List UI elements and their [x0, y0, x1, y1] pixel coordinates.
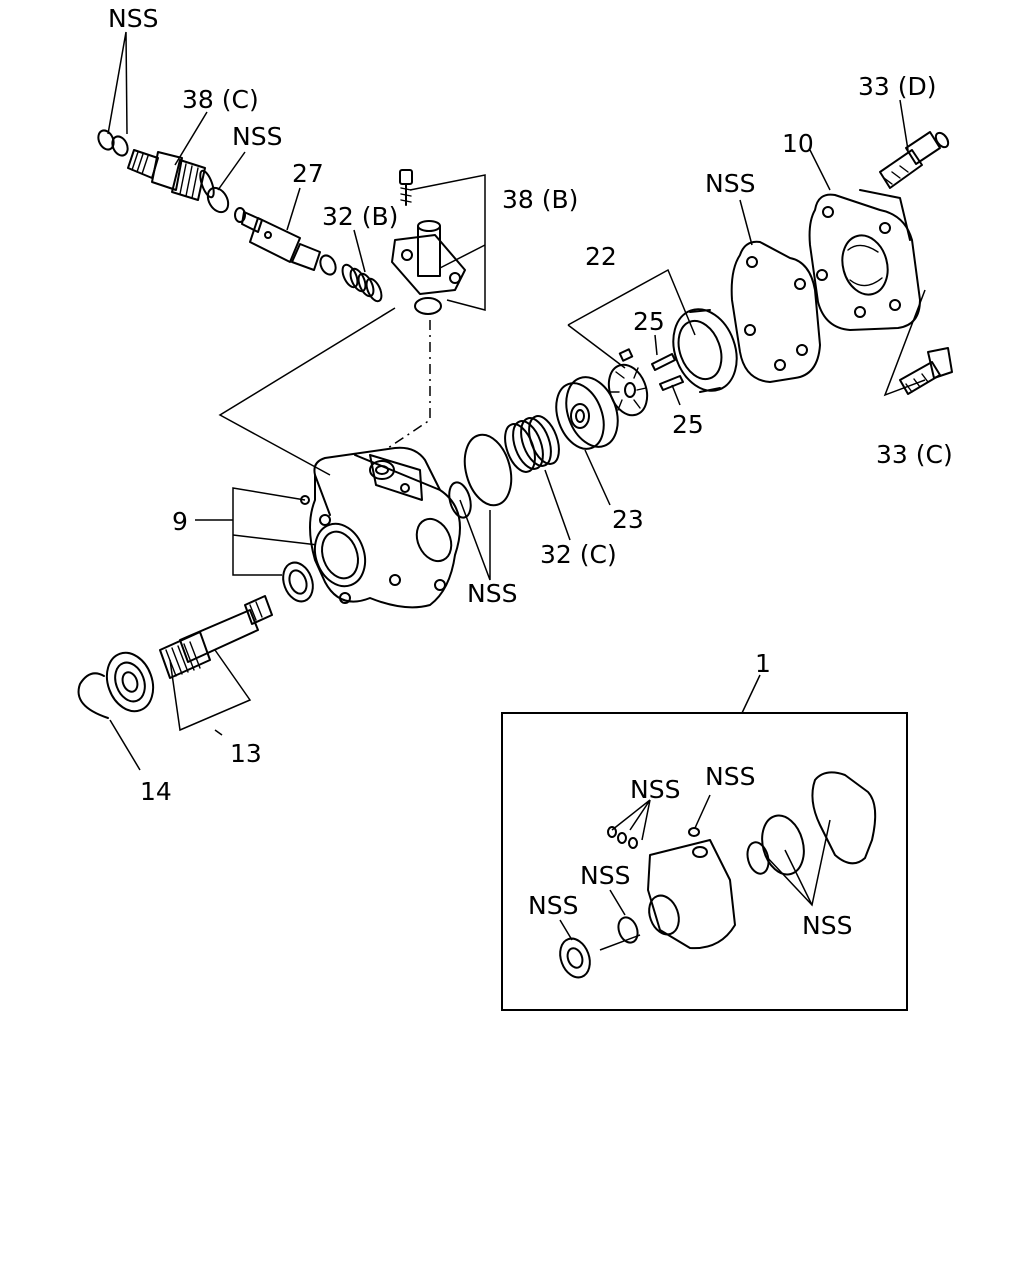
- cam-ring-22: [672, 308, 738, 393]
- label-22: 22: [585, 242, 617, 271]
- kit-label-nss-b: NSS: [705, 762, 755, 791]
- label-10: 10: [782, 129, 814, 158]
- kit-label-nss-c: NSS: [580, 861, 630, 890]
- kit-label-nss-a: NSS: [630, 775, 680, 804]
- label-25-lower: 25: [672, 410, 704, 439]
- o-rings-top-left: [97, 129, 129, 157]
- label-32b: 32 (B): [322, 202, 398, 231]
- label-nss-top-right: NSS: [705, 169, 755, 198]
- label-33c: 33 (C): [876, 440, 953, 469]
- fitting-38c: [127, 149, 215, 201]
- label-33d: 33 (D): [858, 72, 937, 101]
- shaft-bearing-13: [105, 595, 273, 713]
- kit-label-nss-e: NSS: [802, 911, 852, 940]
- kit-leaders: [559, 794, 831, 951]
- vane-22: [618, 348, 634, 362]
- label-nss-top-left: NSS: [108, 4, 158, 33]
- label-23: 23: [612, 505, 644, 534]
- pump-housing-9: [309, 446, 461, 609]
- oil-seal-9: [282, 561, 314, 603]
- pressure-plate-23: [555, 376, 619, 450]
- label-13: 13: [230, 739, 262, 768]
- label-38b: 38 (B): [502, 185, 578, 214]
- rotor-22: [607, 363, 649, 417]
- callout-labels: NSS 38 (C) NSS 27 32 (B) 38 (B) 22 25 25…: [108, 4, 953, 806]
- label-27: 27: [292, 159, 324, 188]
- spring-32b: [341, 263, 383, 303]
- label-1: 1: [755, 649, 771, 678]
- flow-control-valve-27: [234, 207, 337, 276]
- spring-32c: [504, 415, 560, 473]
- rear-cover-10: [808, 189, 921, 331]
- ball-9: [300, 495, 310, 505]
- bolt-33c: [899, 347, 953, 395]
- gasket-nss: [730, 240, 821, 383]
- leader-lines: [107, 31, 926, 771]
- snap-ring-14: [77, 672, 109, 719]
- o-rings-nss-middle: [448, 433, 513, 519]
- bolt-33d: [879, 131, 950, 189]
- o-ring-38c: [206, 186, 230, 214]
- pins-25: [651, 353, 684, 391]
- label-32c: 32 (C): [540, 540, 617, 569]
- label-9: 9: [172, 507, 188, 536]
- label-nss-top-center: NSS: [232, 122, 282, 151]
- repair-kit-box-1: [501, 712, 908, 1011]
- label-38c: 38 (C): [182, 85, 259, 114]
- label-nss-middle: NSS: [467, 579, 517, 608]
- kit-parts: [559, 771, 877, 979]
- label-25-upper: 25: [633, 307, 665, 336]
- union-38b: [391, 169, 466, 315]
- kit-labels: NSS NSS NSS NSS NSS: [528, 762, 852, 940]
- label-14: 14: [140, 777, 172, 806]
- kit-label-nss-d: NSS: [528, 891, 578, 920]
